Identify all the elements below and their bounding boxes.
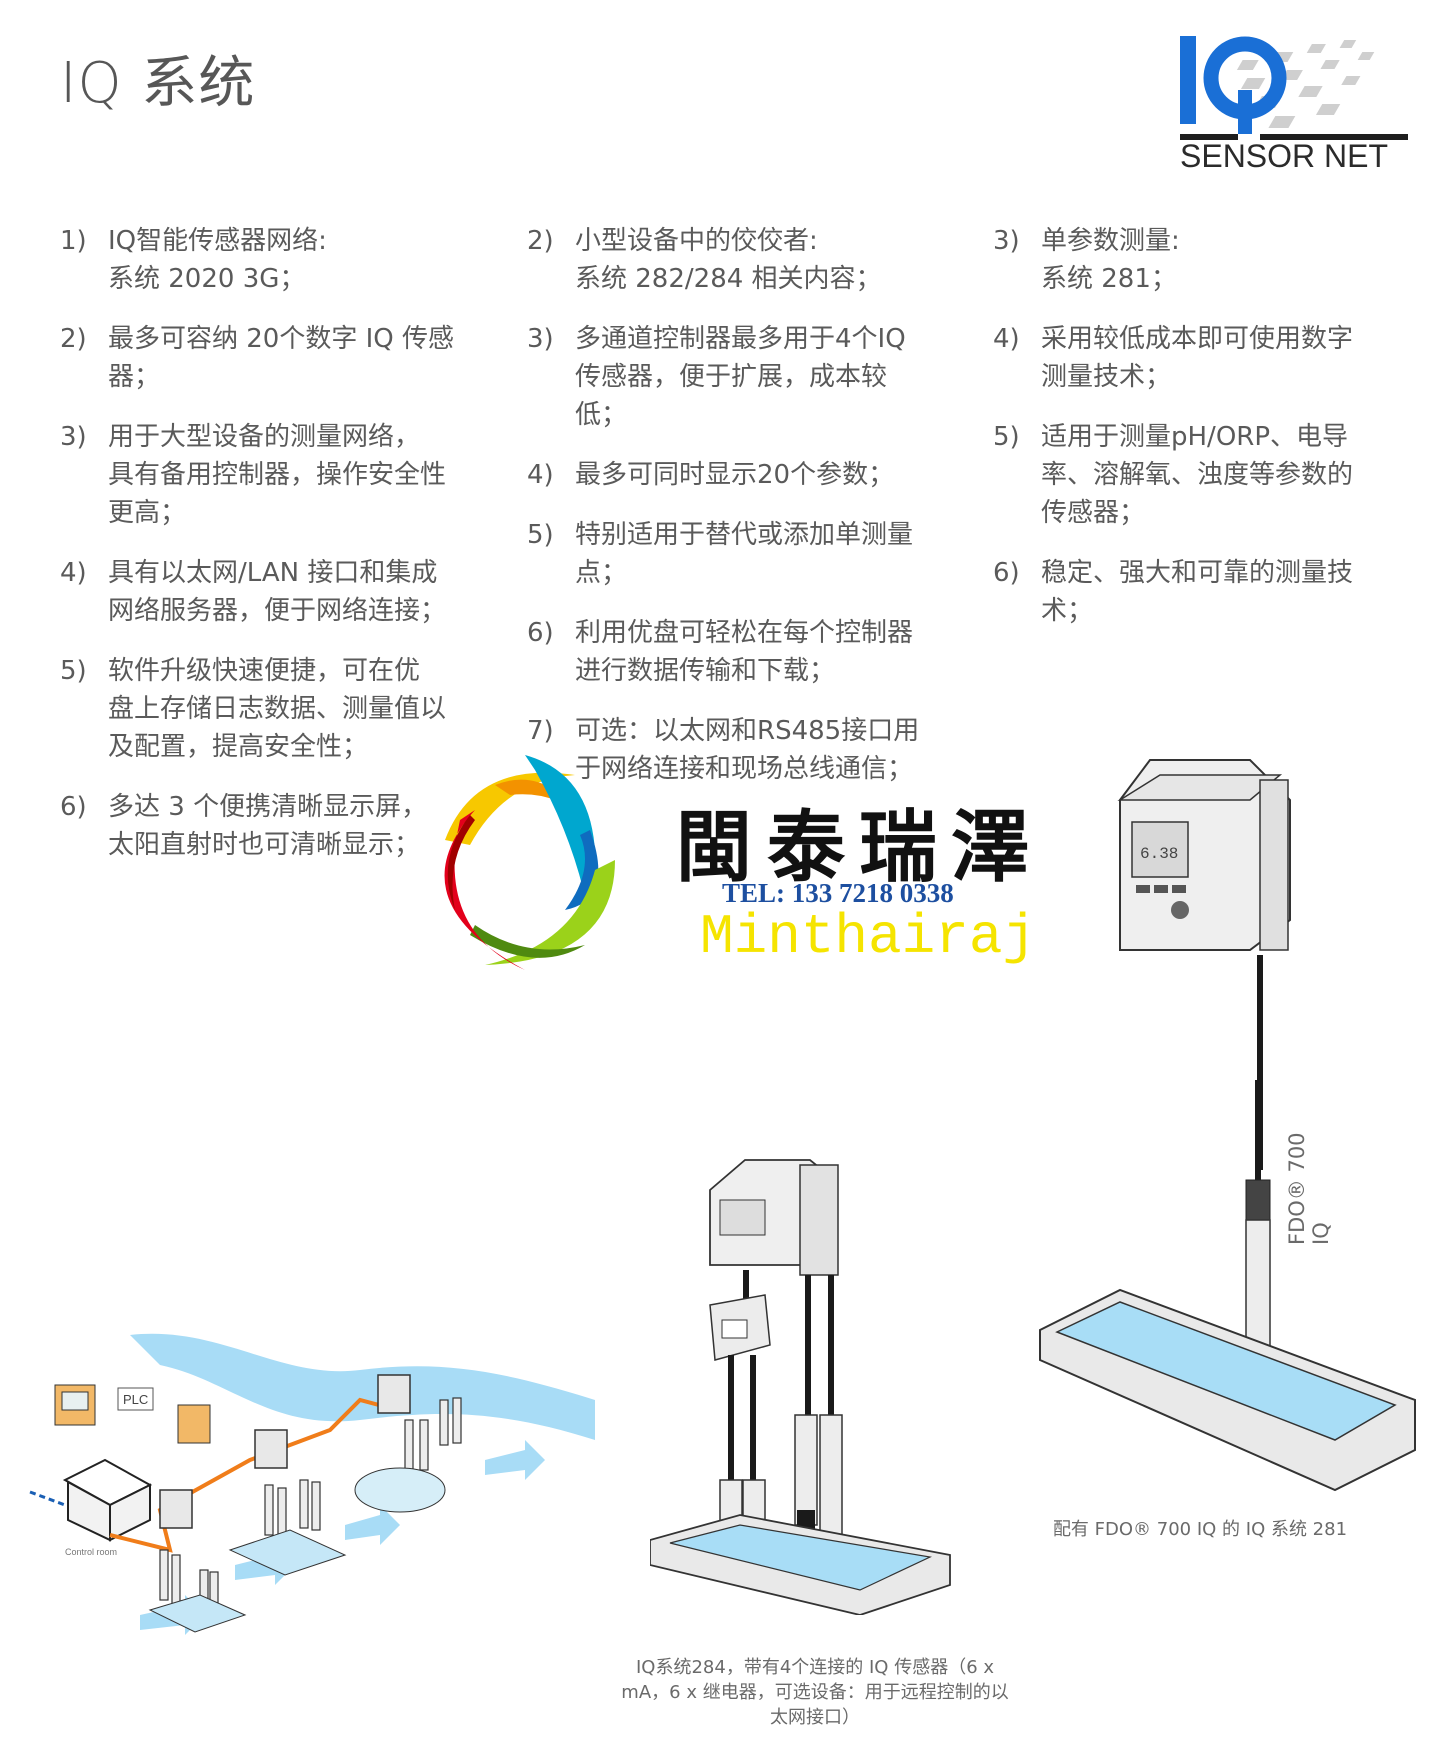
feature-list-system-282-284: 2)小型设备中的佼佼者:系统 282/284 相关内容； 3)多通道控制器最多用… [527,222,947,810]
plc-terminal-icon: PLC [54,1384,154,1426]
list-item: 5)适用于测量pH/ORP、电导率、溶解氧、浊度等参数的传感器； [993,422,1354,528]
iq-sensor-net-logo [1180,36,1408,140]
list-item: 4)具有以太网/LAN 接口和集成网络服务器，便于网络连接； [60,558,447,626]
system-281-controller-illustration: 6.38 [1117,759,1291,1170]
system-284-illustration [650,1159,951,1615]
company-phone: TEL: 133 7218 0338 [722,878,954,908]
controller-display-value: 6.38 [1140,845,1178,863]
control-room-label: Control room [65,1547,117,1557]
control-room-house-icon [62,1458,153,1542]
list-item: 1)IQ智能传感器网络:系统 2020 3G； [60,226,327,294]
list-item: 3)单参数测量:系统 281； [993,226,1180,294]
list-item: 5)软件升级快速便捷，可在优盘上存储日志数据、测量值以及配置，提高安全性； [60,656,447,762]
page-title: IQ 系统 [60,51,256,116]
system-281-caption: 配有 FDO® 700 IQ 的 IQ 系统 281 [1052,1519,1348,1540]
list-item: 5)特别适用于替代或添加单测量点； [527,520,914,588]
feature-list-system-2020: 1)IQ智能传感器网络:系统 2020 3G； 2)最多可容纳 20个数字 IQ… [60,222,480,886]
logo-text: SENSOR NET [1180,138,1389,174]
list-item: 7)可选：以太网和RS485接口用于网络连接和现场总线通信； [527,716,920,784]
company-name-cn: 閩泰瑞澤 [675,802,1044,893]
list-item: 4)最多可同时显示20个参数； [527,460,895,490]
list-item: 3)用于大型设备的测量网络，具有备用控制器，操作安全性更高； [60,422,447,528]
sensor-network-overview-illustration: Control room PLC [29,1333,595,1635]
watermark-swirl-logo [444,755,615,970]
list-item: 2)小型设备中的佼佼者:系统 282/284 相关内容； [527,226,882,294]
logo-letter-i [1180,36,1196,124]
list-item: 6)多达 3 个便携清晰显示屏，太阳直射时也可清晰显示； [60,792,428,860]
system-284-caption: IQ系统284，带有4个连接的 IQ 传感器（6 x mA，6 x 继电器，可选… [621,1657,1009,1728]
feature-list-system-281: 3)单参数测量:系统 281； 4)采用较低成本即可使用数字测量技术； 5)适用… [993,222,1413,652]
list-item: 6)稳定、强大和可靠的测量技术； [993,558,1354,626]
company-name-en: Minthairaj [700,905,1037,969]
plc-label: PLC [123,1392,148,1407]
sensor-label: FDO® 700 IQ [1285,1132,1333,1245]
list-item: 2)最多可容纳 20个数字 IQ 传感器； [60,324,455,392]
list-item: 4)采用较低成本即可使用数字测量技术； [993,324,1354,392]
water-tank-281 [1039,1288,1416,1492]
list-item: 6)利用优盘可轻松在每个控制器进行数据传输和下载； [527,618,914,686]
